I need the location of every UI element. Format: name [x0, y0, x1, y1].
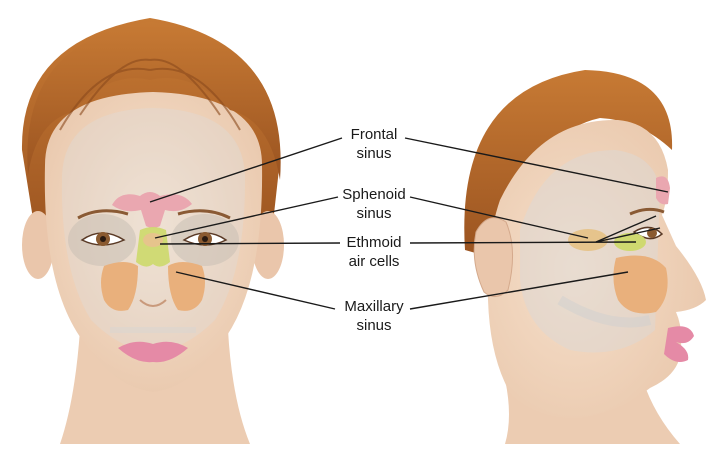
profile-lips [664, 326, 694, 362]
label-sphenoid-line2: sinus [319, 204, 429, 223]
profile-view [464, 70, 706, 444]
front-sphenoid-sinus [143, 233, 163, 247]
label-ethmoid-air-cells: Ethmoid air cells [319, 233, 429, 271]
ethmoid-leader-profile [410, 242, 636, 243]
label-sphenoid-line1: Sphenoid [319, 185, 429, 204]
front-view [22, 18, 284, 444]
profile-ear [474, 218, 512, 297]
label-frontal-line2: sinus [319, 144, 429, 163]
label-sphenoid-sinus: Sphenoid sinus [319, 185, 429, 223]
label-maxillary-line2: sinus [319, 316, 429, 335]
label-maxillary-line1: Maxillary [319, 297, 429, 316]
label-frontal-line1: Frontal [319, 125, 429, 144]
label-ethmoid-line1: Ethmoid [319, 233, 429, 252]
label-maxillary-sinus: Maxillary sinus [319, 297, 429, 335]
label-ethmoid-line2: air cells [319, 252, 429, 271]
label-frontal-sinus: Frontal sinus [319, 125, 429, 163]
